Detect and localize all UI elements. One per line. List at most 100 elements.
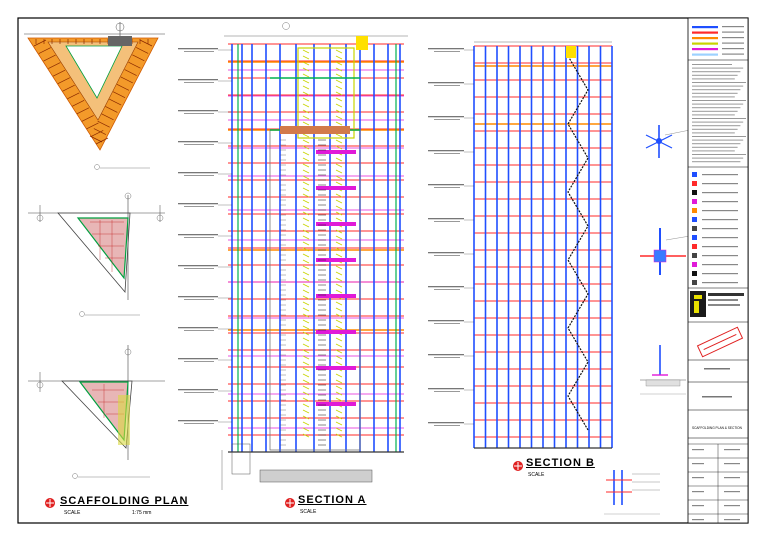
tag [566, 46, 576, 58]
stair-mark [335, 385, 343, 390]
stair-mark [335, 391, 343, 396]
stair-mark [335, 265, 343, 270]
stair-mark [335, 235, 343, 240]
stair-mark [335, 211, 343, 216]
legend-symbol [692, 172, 697, 177]
note-text [178, 48, 218, 50]
stair-mark [335, 205, 343, 210]
stair-mark [302, 61, 310, 66]
note-text [428, 388, 464, 390]
note-text [692, 161, 741, 163]
stair-mark [302, 151, 310, 156]
stair-mark [302, 283, 310, 288]
note-text [692, 64, 732, 65]
note-text [692, 150, 735, 152]
company-logo-icon [690, 291, 744, 317]
note-text [434, 425, 460, 426]
note-text [178, 265, 218, 267]
note-text [692, 146, 738, 148]
note-text [434, 323, 460, 324]
stair-mark [335, 103, 343, 108]
tie-bar [316, 402, 356, 406]
stair-mark [302, 265, 310, 270]
tb-text [724, 491, 740, 493]
stair-mark [335, 361, 343, 366]
grid-bubble [115, 22, 125, 32]
note-text [184, 268, 214, 269]
legend-symbol [692, 244, 697, 249]
stair-mark [302, 67, 310, 72]
stair-mark [302, 241, 310, 246]
section-marker-icon [285, 498, 295, 508]
note-text [184, 330, 214, 331]
note-text [434, 255, 460, 256]
stair-mark [302, 193, 310, 198]
stair-mark [302, 319, 310, 324]
legend-text [702, 192, 738, 194]
stair-mark [335, 199, 343, 204]
legend-text [722, 53, 744, 55]
note-text [692, 89, 741, 91]
stair-mark [302, 313, 310, 318]
legend-swatch [692, 53, 718, 56]
tb-text [692, 519, 704, 521]
stair-mark [335, 283, 343, 288]
note-text [428, 82, 464, 84]
stair-mark [302, 355, 310, 360]
note-text [434, 85, 460, 86]
stair-mark [335, 355, 343, 360]
stair-mark [302, 385, 310, 390]
section-b-view [428, 41, 613, 449]
stair-mark [335, 79, 343, 84]
note-text [178, 389, 218, 391]
section-a-scale-label: SCALE [300, 509, 317, 515]
stair-mark [302, 415, 310, 420]
note-text [428, 286, 464, 288]
stair-mark [302, 145, 310, 150]
note-text [184, 51, 214, 52]
note-text [434, 357, 460, 358]
stair-mark [302, 55, 310, 60]
stair-mark [302, 433, 310, 438]
stair-mark [302, 139, 310, 144]
legend-text [722, 37, 744, 39]
legend-text [702, 183, 738, 185]
tb-text [692, 477, 704, 479]
note-text [178, 79, 218, 81]
note-text [184, 82, 214, 83]
stair-mark [302, 427, 310, 432]
note-text [178, 296, 218, 298]
stair-mark [335, 373, 343, 378]
tb-text [724, 505, 740, 507]
note-text [184, 113, 214, 114]
note-text [692, 78, 735, 80]
stair-mark [302, 79, 310, 84]
tie-bar [316, 330, 356, 334]
tag [356, 36, 368, 50]
legend-symbol [692, 190, 697, 195]
legend-swatch [692, 48, 718, 51]
stair-mark [335, 181, 343, 186]
legend-symbol [692, 226, 697, 231]
note-text [692, 107, 741, 109]
note-text [692, 92, 738, 94]
deck-plank [280, 126, 350, 134]
stair-mark [335, 379, 343, 384]
stair-mark [302, 157, 310, 162]
stair-mark [335, 427, 343, 432]
stair-mark [302, 337, 310, 342]
scaffolding-plan-scale-label: SCALE [64, 510, 81, 516]
note-text [184, 299, 214, 300]
stair-mark [335, 85, 343, 90]
note-text [178, 234, 218, 236]
stair-mark [335, 91, 343, 96]
legend-text [702, 255, 738, 257]
stair-mark [335, 253, 343, 258]
stair-mark [335, 163, 343, 168]
stair-mark [302, 49, 310, 54]
detail-base-plate [640, 345, 686, 395]
note-text [692, 125, 741, 127]
stair-mark [302, 217, 310, 222]
legend-symbol [692, 208, 697, 213]
